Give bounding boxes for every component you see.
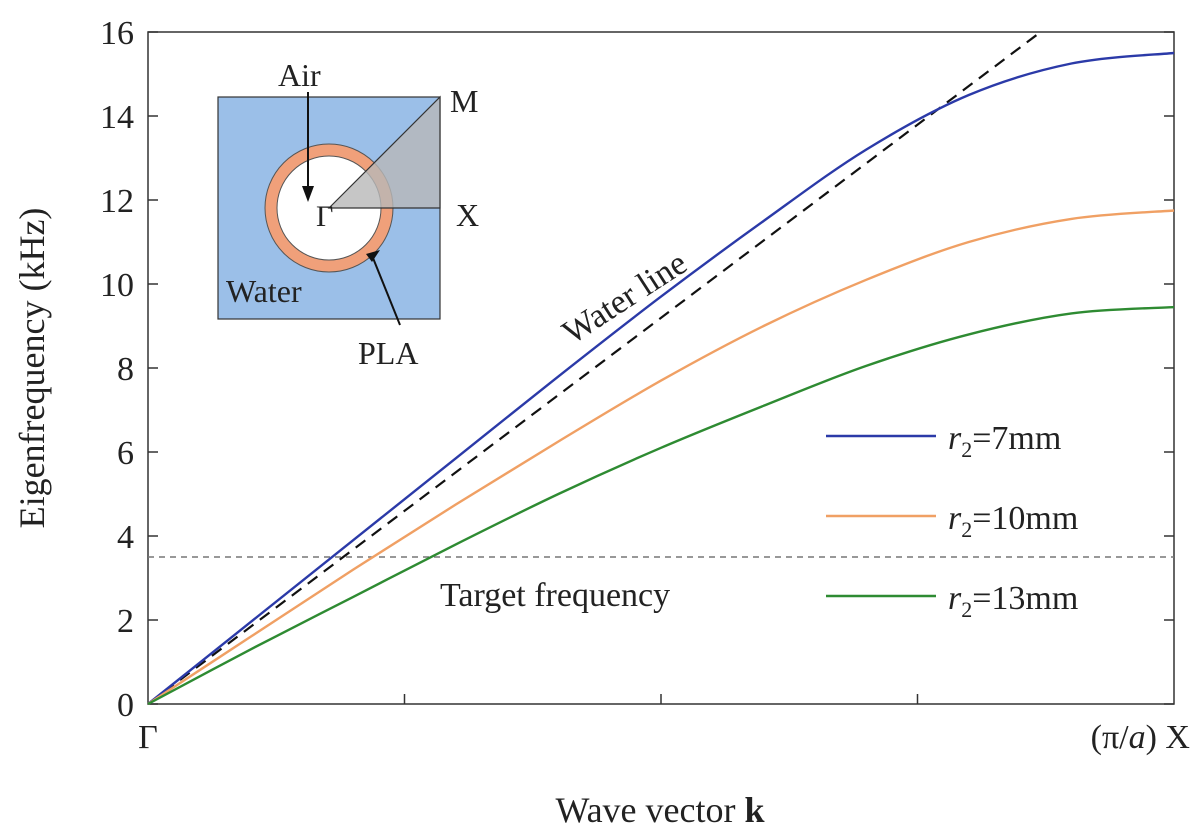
water-line [147,31,1042,705]
legend: r2=7mm r2=10mm r2=13mm [826,420,1078,622]
legend-label-r2-13mm: r2=13mm [948,580,1078,622]
inset-label-pla: PLA [358,335,418,371]
water-line-label: Water line [556,245,693,352]
x-axis-label-text: Wave vector [555,790,744,830]
inset-brillouin-zone [327,95,441,209]
x-tick-suffix: ) X [1146,719,1190,756]
inset-air-arrowhead [302,186,314,202]
y-tick-label: 16 [100,15,134,52]
inset-label-x: X [456,197,479,233]
y-tick-label: 8 [117,351,134,388]
inset-pla-arrow [372,257,401,326]
y-tick-label: 0 [117,687,134,724]
inset-label-m: M [450,83,478,119]
unit-cell-inset: Air M Γ X Water PLA [217,57,479,371]
x-axis-label: Wave vector k [555,790,764,830]
y-tick-label: 12 [100,183,134,220]
y-tick-label: 4 [117,519,134,556]
inset-pla-arrowhead [366,250,380,262]
y-tick-label: 6 [117,435,134,472]
target-frequency-label: Target frequency [440,577,670,614]
legend-label-r2-10mm: r2=10mm [948,500,1078,542]
axis-ticks: 0 2 4 6 8 10 12 14 16 [100,15,1174,724]
x-tick-label-gamma: Γ [138,719,158,756]
inset-label-gamma: Γ [316,200,333,233]
series-line-10mm [147,209,1175,706]
series-line-13mm [147,305,1175,706]
x-tick-prefix: (π/ [1091,719,1129,756]
x-tick-label-x: (π/a) X [1091,719,1190,756]
legend-label-r2-7mm: r2=7mm [948,420,1061,462]
series-layer [147,31,1175,706]
y-tick-label: 2 [117,603,134,640]
inset-label-water: Water [226,273,302,309]
y-tick-label: 10 [100,267,134,304]
x-axis-label-bold: k [744,790,764,830]
x-tick-italic-a: a [1129,719,1146,756]
y-axis-label: Eigenfrequency (kHz) [12,208,52,529]
y-tick-label: 14 [100,99,134,136]
series-line-7mm [147,51,1175,705]
inset-label-air: Air [278,57,321,93]
